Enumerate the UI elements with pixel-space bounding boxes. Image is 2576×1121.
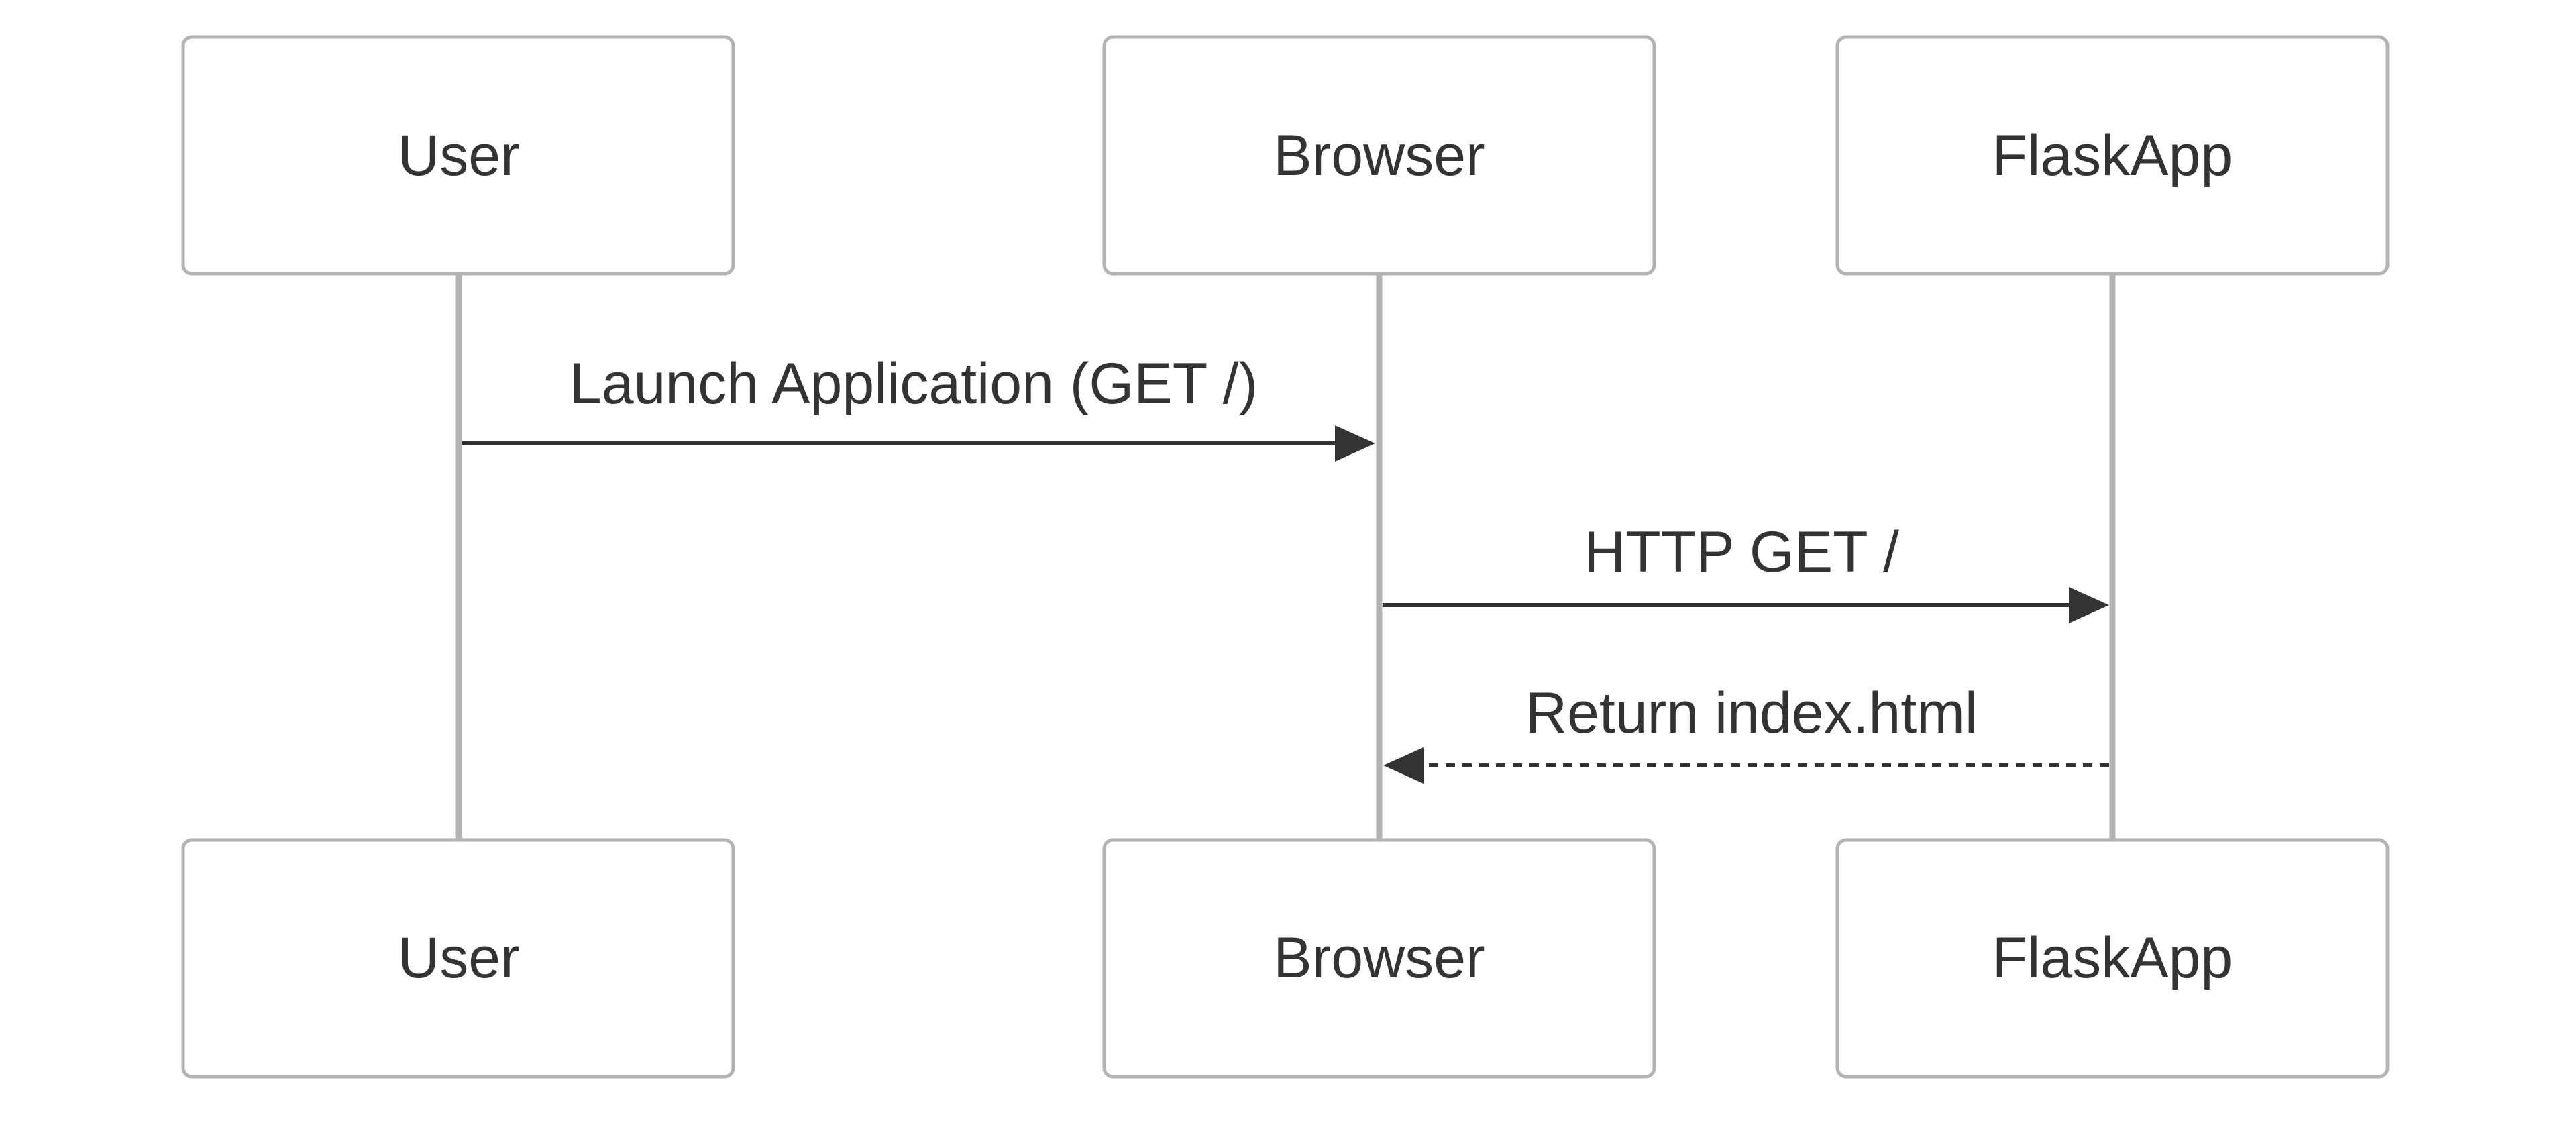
actor-bottom-browser-label: Browser [1273, 926, 1485, 990]
actor-top-flaskapp-label: FlaskApp [1992, 123, 2233, 188]
actor-bottom-user-label: User [398, 926, 520, 990]
message-http-get: HTTP GET / [1383, 520, 2109, 623]
actor-top-user: User [181, 35, 735, 276]
actor-bottom-browser: Browser [1102, 838, 1656, 1079]
actor-top-user-label: User [398, 123, 520, 188]
actor-bottom-user: User [181, 838, 735, 1079]
actor-bottom-flaskapp: FlaskApp [1835, 838, 2390, 1079]
message-launch-application: Launch Application (GET /) [462, 352, 1375, 462]
actor-top-flaskapp: FlaskApp [1835, 35, 2390, 276]
actor-top-browser: Browser [1102, 35, 1656, 276]
message-return-index: Return index.html [1383, 681, 2109, 784]
arrowhead-right-icon [2069, 587, 2109, 623]
message-label: Launch Application (GET /) [570, 352, 1258, 416]
arrowhead-right-icon [1335, 425, 1375, 462]
message-label: HTTP GET / [1584, 520, 1899, 584]
actor-bottom-flaskapp-label: FlaskApp [1992, 926, 2233, 990]
actor-top-browser-label: Browser [1273, 123, 1485, 188]
message-label: Return index.html [1525, 681, 1978, 745]
arrowhead-left-icon [1383, 747, 1424, 784]
